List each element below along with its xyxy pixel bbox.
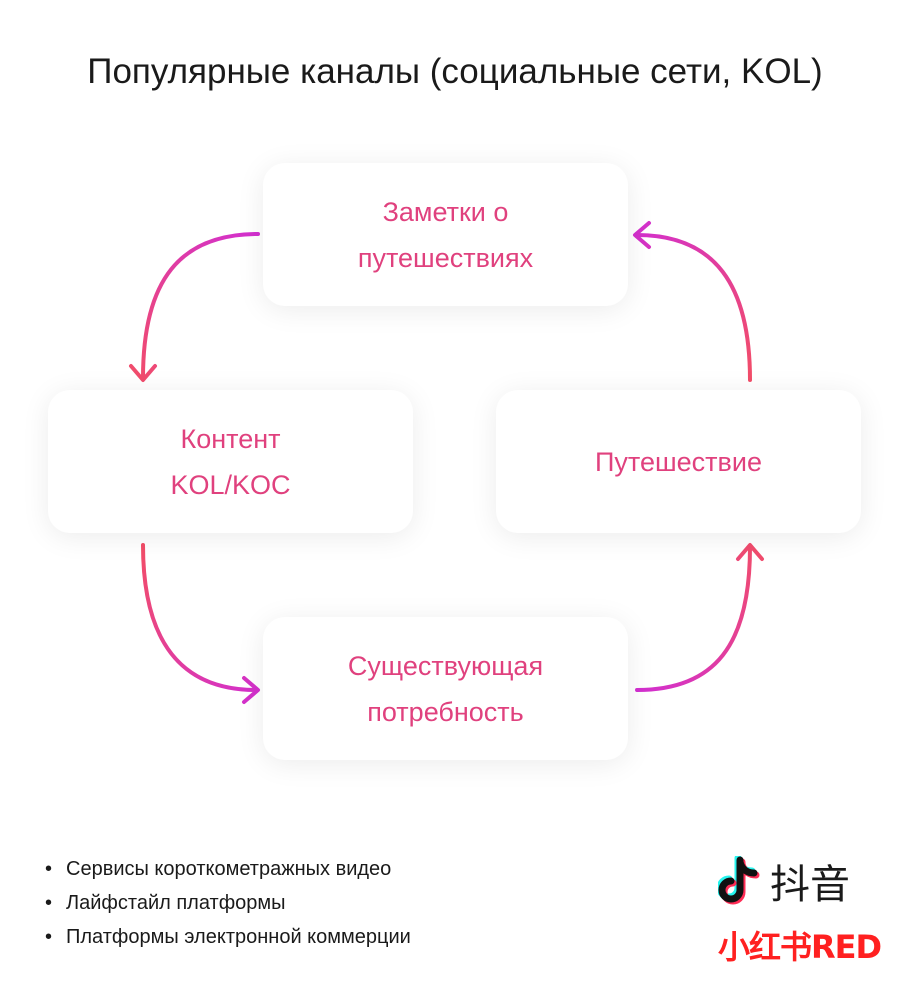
tiktok-note-icon bbox=[718, 856, 760, 905]
douyin-logo: 抖音 bbox=[718, 852, 850, 910]
arrow-left-to-bottom bbox=[141, 543, 260, 704]
channel-list: Сервисы короткометражных видео Лайфстайл… bbox=[45, 852, 411, 954]
node-text: KOL/KOC bbox=[170, 469, 291, 500]
list-item: Лайфстайл платформы bbox=[45, 886, 411, 920]
arrow-right-to-top bbox=[633, 221, 752, 382]
node-text: Путешествие bbox=[595, 446, 762, 477]
node-travel: Путешествие bbox=[496, 390, 861, 533]
node-text: Существующая bbox=[347, 650, 544, 681]
page-title: Популярные каналы (социальные сети, KOL) bbox=[87, 52, 823, 91]
node-text: Контент bbox=[180, 423, 281, 454]
list-item: Сервисы короткометражных видео bbox=[45, 852, 411, 886]
douyin-logo-text: 抖音 bbox=[770, 862, 850, 908]
arrow-bottom-to-right bbox=[635, 543, 764, 692]
arrow-top-to-left bbox=[129, 232, 260, 382]
node-text: Заметки о bbox=[382, 196, 509, 227]
node-existing-need: Существующая потребность bbox=[263, 617, 628, 760]
node-travel-notes: Заметки о путешествиях bbox=[263, 163, 628, 306]
xiaohongshu-logo: 小红书RED bbox=[718, 928, 882, 966]
node-text: путешествиях bbox=[357, 242, 534, 273]
node-text: потребность bbox=[367, 696, 524, 727]
list-item: Платформы электронной коммерции bbox=[45, 920, 411, 954]
